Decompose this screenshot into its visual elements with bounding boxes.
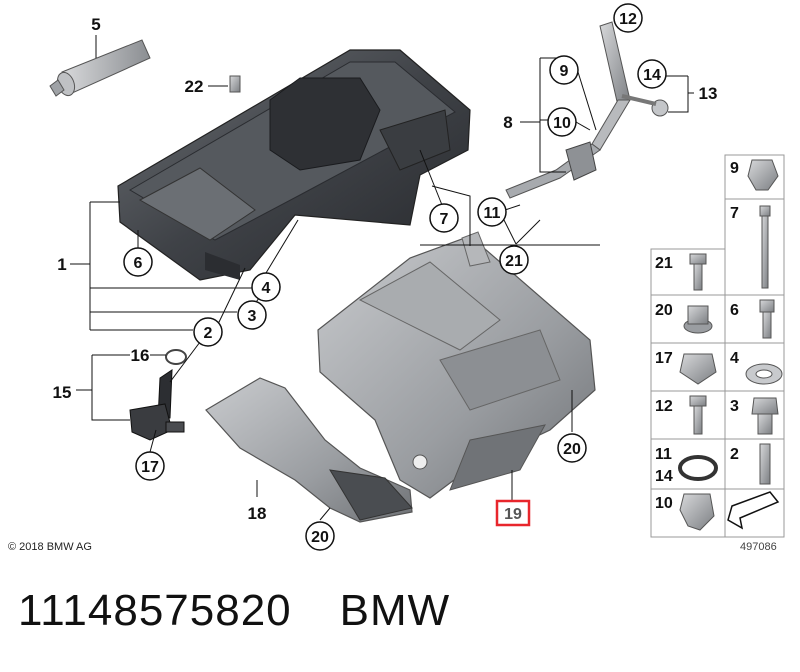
callout-4: 4: [251, 272, 281, 302]
svg-text:3: 3: [248, 308, 257, 325]
fastener-legend: 9 7 21 20 6 17 4 12 3 11 14 2 10: [650, 154, 785, 538]
brand-name: BMW: [339, 586, 451, 635]
callout-1: 1: [57, 255, 66, 274]
svg-text:7: 7: [440, 211, 449, 228]
legend-3: 3: [730, 398, 739, 415]
oil-pan-part: [117, 49, 471, 281]
callout-10: 10: [547, 107, 577, 137]
callout-6: 6: [123, 247, 153, 277]
part-number: 11148575820: [18, 586, 292, 635]
callout-19-highlighted[interactable]: 19: [495, 499, 531, 527]
callout-2: 2: [193, 317, 223, 347]
callout-22: 22: [185, 77, 204, 96]
svg-text:14: 14: [643, 67, 661, 84]
underbody-shield-part: [317, 231, 596, 499]
oil-level-sensor-part: [129, 349, 187, 441]
svg-text:2: 2: [204, 325, 213, 342]
legend-12: 12: [655, 398, 673, 415]
legend-21: 21: [655, 255, 673, 272]
legend-11: 11: [655, 446, 672, 463]
callout-18: 18: [248, 504, 267, 523]
callout-5: 5: [91, 15, 100, 34]
svg-text:10: 10: [553, 115, 571, 132]
legend-10: 10: [655, 495, 673, 512]
part-caption: 11148575820 BMW: [18, 586, 450, 636]
callout-15: 15: [53, 383, 72, 402]
callout-20-right: 20: [557, 433, 587, 463]
dipstick-guide-part: [505, 21, 669, 199]
legend-17: 17: [655, 350, 673, 367]
svg-text:6: 6: [134, 255, 143, 272]
callout-9: 9: [549, 55, 579, 85]
callout-3: 3: [237, 300, 267, 330]
sealant-tube-part: [49, 39, 151, 97]
legend-7: 7: [730, 205, 739, 222]
svg-text:17: 17: [141, 459, 159, 476]
svg-text:19: 19: [504, 506, 522, 523]
callout-8: 8: [503, 113, 512, 132]
callout-20-bottom: 20: [305, 521, 335, 551]
legend-2: 2: [730, 446, 739, 463]
svg-text:20: 20: [311, 529, 329, 546]
legend-4: 4: [730, 350, 739, 367]
svg-text:21: 21: [505, 253, 523, 270]
callout-11: 11: [477, 197, 507, 227]
callout-14: 14: [637, 59, 667, 89]
legend-9: 9: [730, 160, 739, 177]
callout-7: 7: [429, 203, 459, 233]
copyright-text: © 2018 BMW AG: [8, 541, 92, 553]
svg-text:9: 9: [560, 63, 569, 80]
legend-14: 14: [655, 468, 673, 485]
figure-id: 497086: [740, 541, 777, 553]
svg-text:12: 12: [619, 11, 637, 28]
callout-12: 12: [613, 3, 643, 33]
svg-text:4: 4: [262, 280, 271, 297]
dowel-pin-part: [229, 75, 241, 93]
legend-20: 20: [655, 302, 673, 319]
callout-21: 21: [499, 245, 529, 275]
side-shield-part: [205, 377, 413, 523]
parts-diagram: 5 22 1 15 16 8 13 18 6 4 3 2 17 7: [49, 3, 785, 551]
callout-17: 17: [135, 451, 165, 481]
callout-13: 13: [699, 84, 718, 103]
svg-text:11: 11: [484, 205, 501, 222]
callouts: 5 22 1 15 16 8 13 18 6 4 3 2 17 7: [53, 3, 718, 551]
legend-6: 6: [730, 302, 739, 319]
callout-16: 16: [131, 346, 150, 365]
svg-text:20: 20: [563, 441, 581, 458]
